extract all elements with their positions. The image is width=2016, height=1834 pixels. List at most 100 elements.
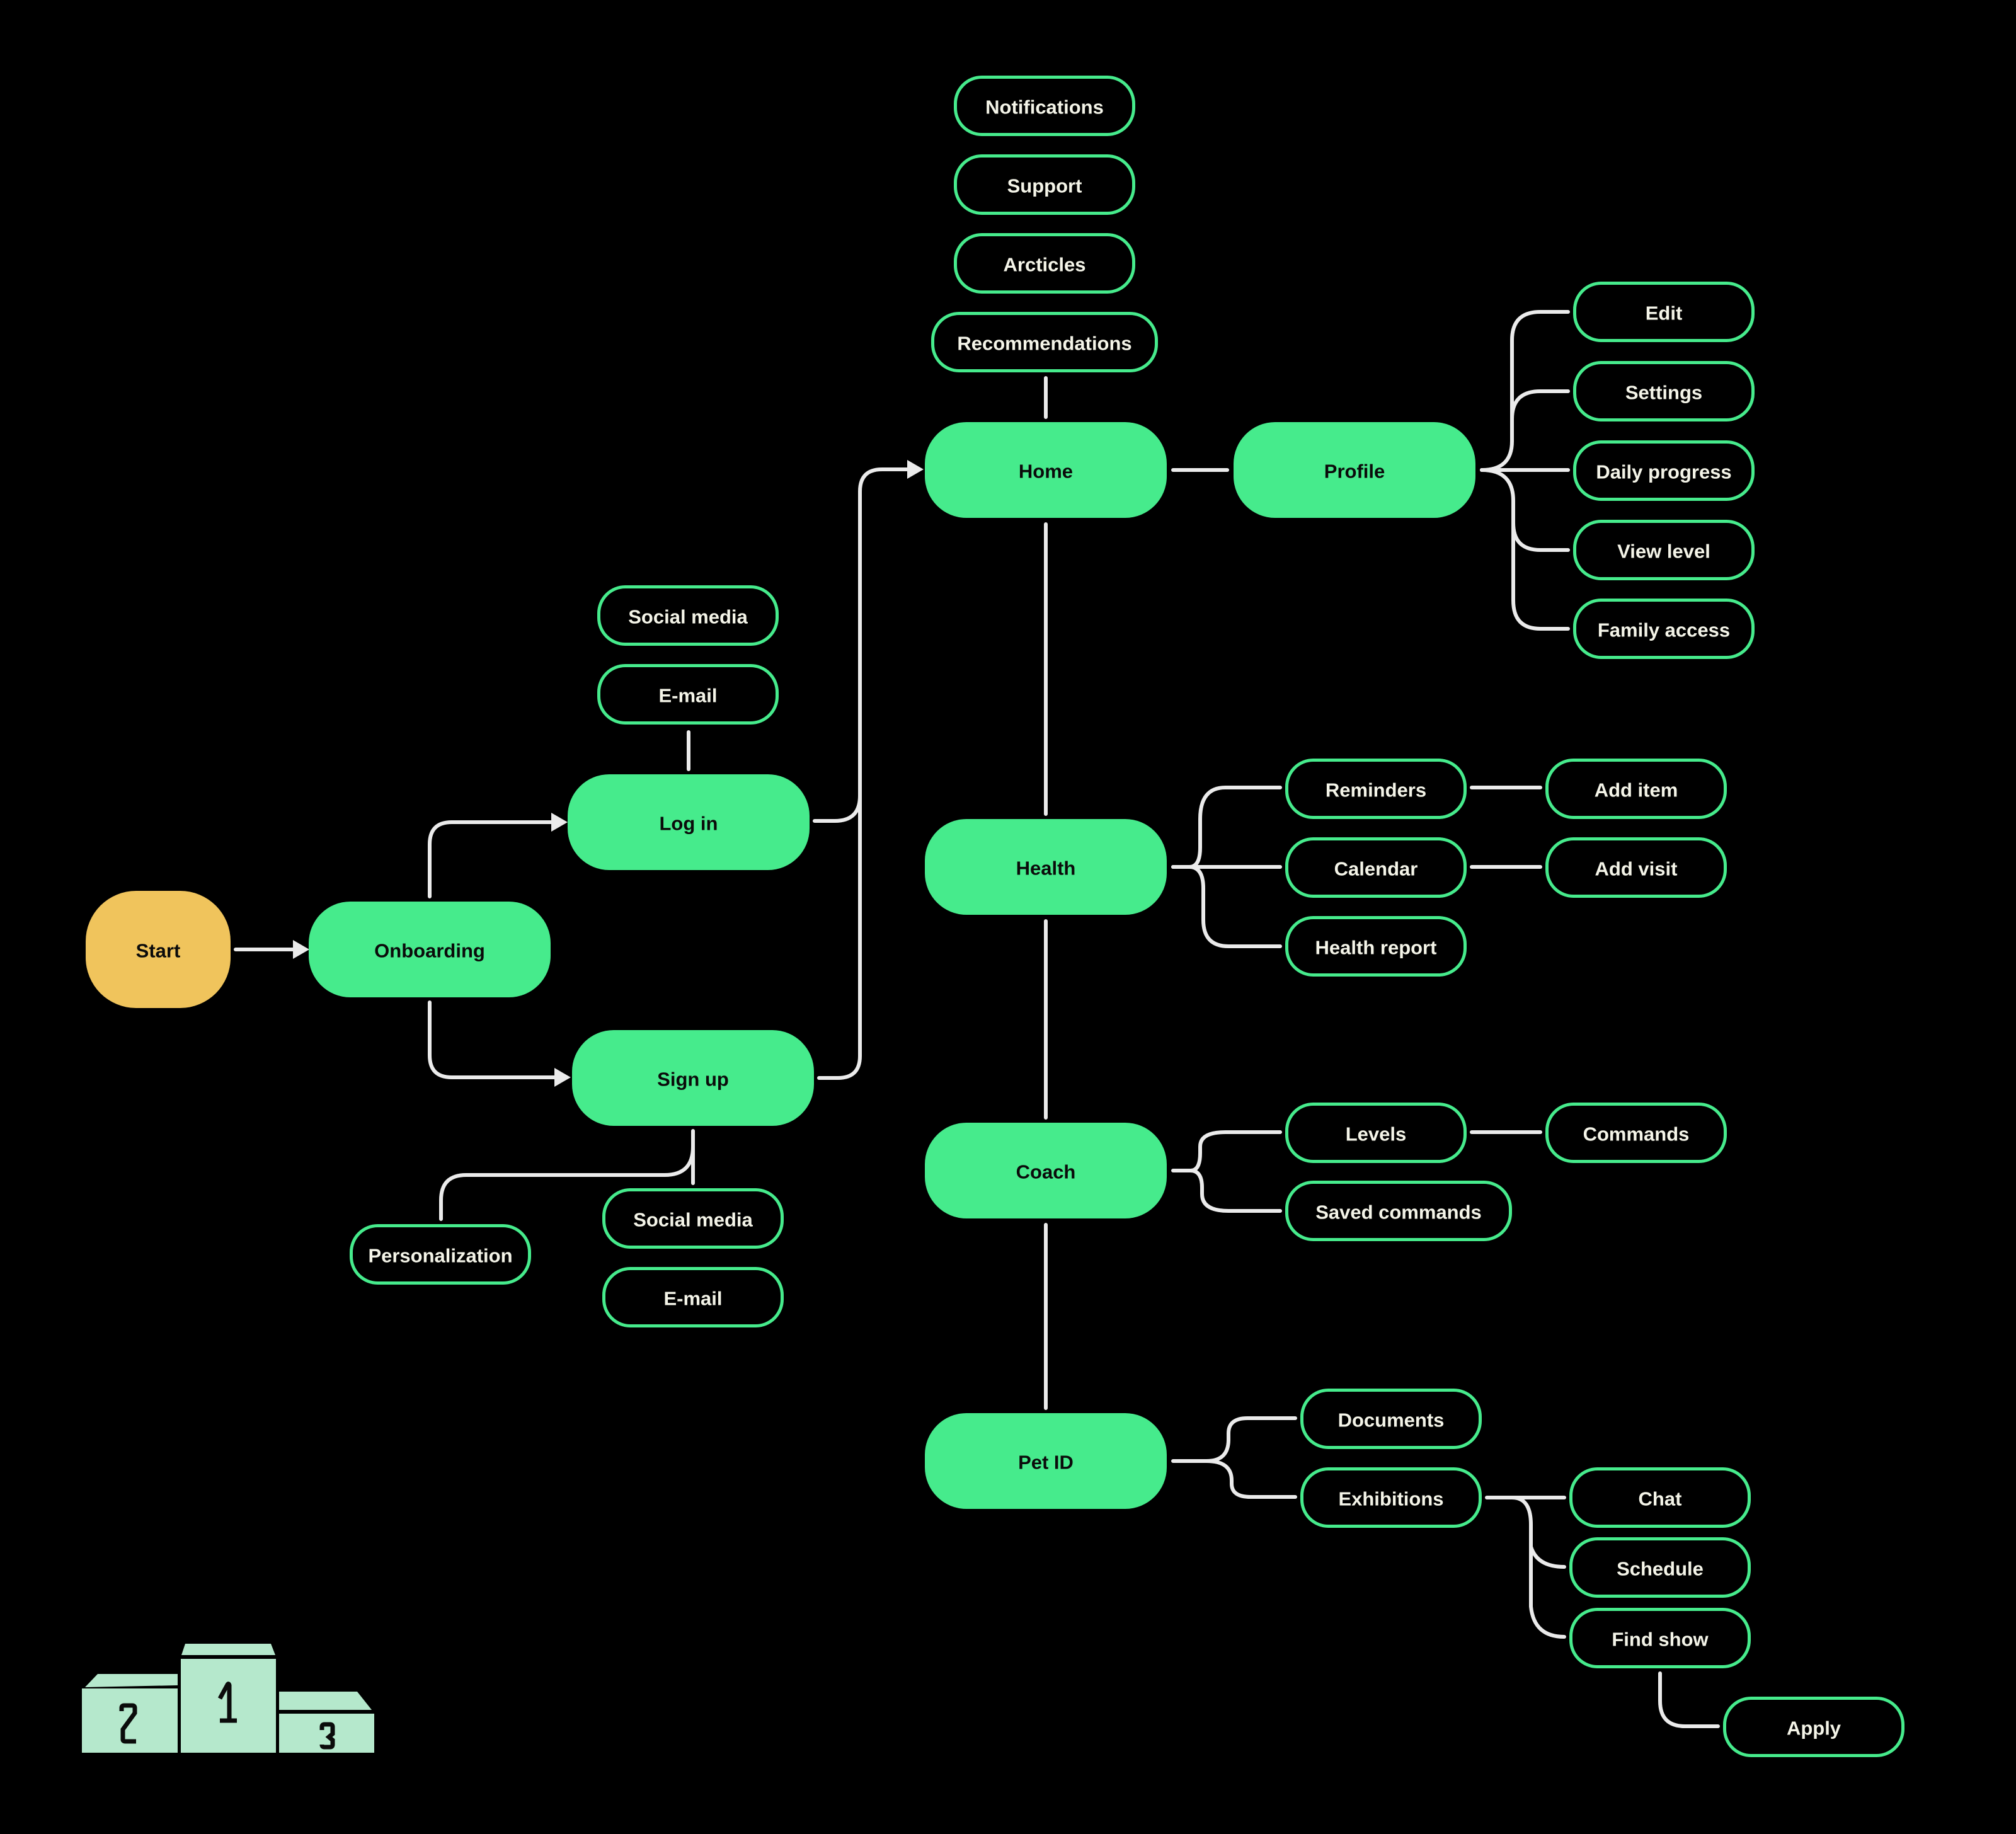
node-login-email[interactable]: E-mail bbox=[597, 664, 779, 725]
node-daily-progress[interactable]: Daily progress bbox=[1573, 440, 1755, 501]
node-support[interactable]: Support bbox=[954, 154, 1135, 215]
podium-icon bbox=[82, 1644, 374, 1753]
node-coach[interactable]: Coach bbox=[925, 1123, 1167, 1218]
node-label: Onboarding bbox=[374, 940, 485, 962]
node-find-show[interactable]: Find show bbox=[1569, 1608, 1751, 1668]
podium-first-top bbox=[181, 1644, 275, 1655]
node-shape bbox=[1573, 361, 1755, 421]
connector-coach-saved bbox=[1189, 1169, 1282, 1213]
node-label: Commands bbox=[1583, 1123, 1690, 1145]
node-label: Find show bbox=[1612, 1629, 1709, 1651]
arrowhead-icon bbox=[907, 460, 924, 479]
node-label: Health report bbox=[1315, 937, 1437, 959]
node-levels[interactable]: Levels bbox=[1285, 1103, 1467, 1163]
connector-health-report bbox=[1188, 865, 1282, 948]
node-home[interactable]: Home bbox=[925, 422, 1167, 518]
node-label: Settings bbox=[1625, 382, 1702, 404]
node-shape bbox=[1573, 599, 1755, 659]
connector-onboarding-login bbox=[428, 820, 553, 898]
node-shape bbox=[1300, 1467, 1482, 1528]
node-personalization[interactable]: Personalization bbox=[350, 1224, 531, 1285]
node-label: View level bbox=[1617, 541, 1710, 563]
connector-signup-personalization bbox=[439, 1132, 695, 1221]
node-profile[interactable]: Profile bbox=[1234, 422, 1475, 518]
node-label: Add item bbox=[1595, 779, 1678, 801]
podium-digit-1 bbox=[217, 1682, 237, 1723]
node-label: Reminders bbox=[1326, 779, 1426, 801]
node-label: Calendar bbox=[1334, 858, 1418, 880]
node-schedule[interactable]: Schedule bbox=[1569, 1537, 1751, 1598]
node-recommendations[interactable]: Recommendations bbox=[931, 312, 1158, 372]
node-label: Notifications bbox=[985, 96, 1104, 118]
node-label: Social media bbox=[628, 606, 748, 628]
node-shape bbox=[931, 312, 1158, 372]
node-add-visit[interactable]: Add visit bbox=[1545, 837, 1727, 898]
node-shape bbox=[925, 422, 1167, 518]
node-health[interactable]: Health bbox=[925, 819, 1167, 915]
node-add-item[interactable]: Add item bbox=[1545, 759, 1727, 819]
node-saved-commands[interactable]: Saved commands bbox=[1285, 1181, 1512, 1241]
node-label: Apply bbox=[1787, 1717, 1841, 1739]
node-exhibitions[interactable]: Exhibitions bbox=[1300, 1467, 1482, 1528]
node-shape bbox=[1573, 520, 1755, 580]
node-view-level[interactable]: View level bbox=[1573, 520, 1755, 580]
node-label: Documents bbox=[1338, 1409, 1445, 1431]
podium-second-top bbox=[85, 1674, 178, 1687]
node-shape bbox=[1285, 1103, 1467, 1163]
connector-profile-edit bbox=[1480, 310, 1570, 472]
node-label: Arcticles bbox=[1004, 254, 1086, 276]
node-shape bbox=[1723, 1697, 1904, 1757]
node-health-report[interactable]: Health report bbox=[1285, 916, 1467, 977]
connectors bbox=[234, 310, 1720, 1728]
connector-exhibitions-findshow bbox=[1529, 1542, 1566, 1639]
node-start[interactable]: Start bbox=[86, 891, 231, 1008]
node-calendar[interactable]: Calendar bbox=[1285, 837, 1467, 898]
connector-profile-settings bbox=[1510, 389, 1570, 443]
node-shape bbox=[925, 1413, 1167, 1509]
node-label: Personalization bbox=[368, 1245, 512, 1267]
node-signup-email[interactable]: E-mail bbox=[602, 1267, 784, 1327]
node-edit[interactable]: Edit bbox=[1573, 282, 1755, 342]
node-shape bbox=[954, 154, 1135, 215]
node-shape bbox=[954, 233, 1135, 294]
node-label: Coach bbox=[1016, 1161, 1076, 1183]
node-shape bbox=[1285, 759, 1467, 819]
node-notifications[interactable]: Notifications bbox=[954, 76, 1135, 136]
connector-profile-family bbox=[1511, 521, 1570, 631]
connector-exhibitions-schedule bbox=[1510, 1496, 1566, 1569]
node-shape bbox=[1300, 1389, 1482, 1449]
node-documents[interactable]: Documents bbox=[1300, 1389, 1482, 1449]
node-shape bbox=[602, 1267, 784, 1327]
node-label: Exhibitions bbox=[1338, 1488, 1443, 1510]
connector-petid-exhibitions bbox=[1205, 1459, 1297, 1499]
node-label: Log in bbox=[660, 813, 718, 835]
podium-third-top bbox=[279, 1692, 372, 1710]
node-signup-social-media[interactable]: Social media bbox=[602, 1188, 784, 1249]
node-label: Start bbox=[136, 940, 181, 962]
node-pet-id[interactable]: Pet ID bbox=[925, 1413, 1167, 1509]
node-label: Saved commands bbox=[1315, 1201, 1482, 1224]
node-shape bbox=[1545, 1103, 1727, 1163]
node-settings[interactable]: Settings bbox=[1573, 361, 1755, 421]
node-commands[interactable]: Commands bbox=[1545, 1103, 1727, 1163]
node-chat[interactable]: Chat bbox=[1569, 1467, 1751, 1528]
node-label: Pet ID bbox=[1018, 1452, 1074, 1474]
node-shape bbox=[602, 1188, 784, 1249]
arrowhead-icon bbox=[293, 940, 309, 959]
node-shape bbox=[568, 774, 810, 870]
node-label: Home bbox=[1019, 461, 1073, 483]
node-label: Edit bbox=[1646, 302, 1683, 324]
node-login-social-media[interactable]: Social media bbox=[597, 585, 779, 646]
node-label: Recommendations bbox=[957, 333, 1131, 355]
node-login[interactable]: Log in bbox=[568, 774, 810, 870]
node-family-access[interactable]: Family access bbox=[1573, 599, 1755, 659]
node-reminders[interactable]: Reminders bbox=[1285, 759, 1467, 819]
node-apply[interactable]: Apply bbox=[1723, 1697, 1904, 1757]
node-onboarding[interactable]: Onboarding bbox=[309, 902, 551, 997]
node-shape bbox=[1545, 837, 1727, 898]
node-articles[interactable]: Arcticles bbox=[954, 233, 1135, 294]
node-shape bbox=[1234, 422, 1475, 518]
node-shape bbox=[309, 902, 551, 997]
node-signup[interactable]: Sign up bbox=[572, 1030, 814, 1126]
